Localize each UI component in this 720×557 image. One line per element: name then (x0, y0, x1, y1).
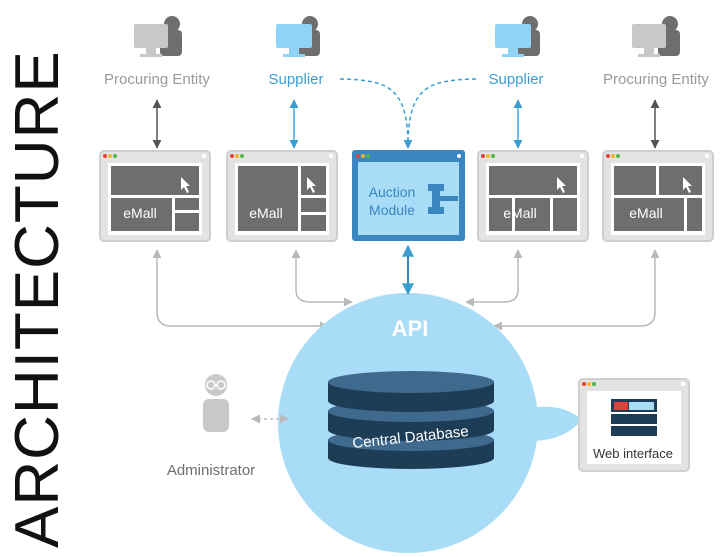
administrator-icon (203, 374, 229, 432)
page-title: ARCHITECTURE (3, 50, 72, 548)
emall-window-2[interactable] (226, 150, 338, 242)
administrator-label: Administrator (167, 462, 255, 479)
web-interface-label: Web interface (593, 446, 673, 461)
procuring-entity-left-icon (134, 16, 182, 57)
auction-label-line2: Module (369, 202, 415, 218)
emall-window-3[interactable] (477, 150, 589, 242)
emall-label-2: eMall (249, 205, 282, 221)
emall-label-1: eMall (123, 205, 156, 221)
dashed-supplier-right-to-auction (407, 78, 477, 149)
procuring-entity-right-icon (632, 16, 680, 57)
web-table-icon (611, 399, 657, 436)
supplier-left-icon (276, 16, 320, 57)
connector-emall-2-api (291, 249, 353, 307)
supplier-right-label: Supplier (488, 71, 543, 88)
supplier-left-label: Supplier (268, 71, 323, 88)
emall-label-4: eMall (629, 205, 662, 221)
supplier-right-icon (495, 16, 540, 57)
database-icon (328, 371, 494, 469)
procuring-entity-right-label: Procuring Entity (603, 71, 709, 88)
connector-emall-4-api (493, 249, 660, 331)
emall-window-4[interactable] (602, 150, 714, 242)
api-label: API (392, 316, 429, 341)
dashed-supplier-left-to-auction (339, 78, 413, 149)
gavel-icon (428, 184, 458, 214)
emall-label-3: eMall (503, 205, 536, 221)
auction-module-window[interactable] (352, 150, 465, 241)
procuring-entity-left-label: Procuring Entity (104, 71, 210, 88)
connector-emall-3-api (465, 249, 523, 307)
auction-label-line1: Auction (369, 184, 416, 200)
emall-window-1[interactable] (99, 150, 211, 242)
connector-emall-1-api (152, 249, 329, 331)
